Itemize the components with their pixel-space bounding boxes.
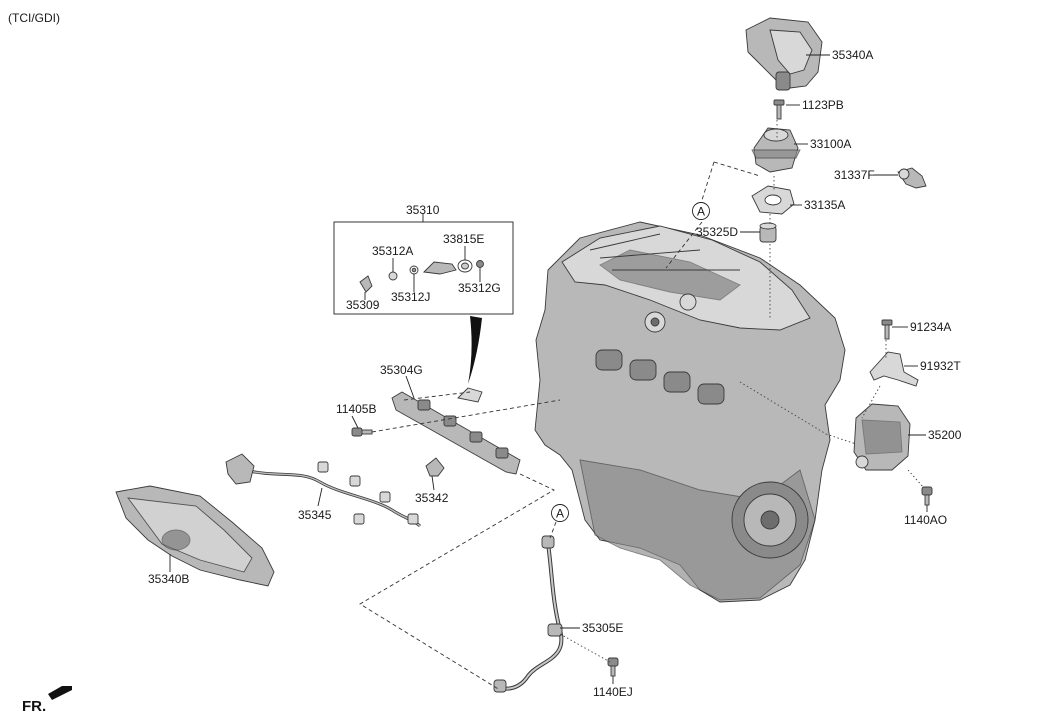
label-33135a: 33135A xyxy=(804,198,845,212)
ref-a-bottom-text: A xyxy=(556,507,564,521)
label-1140ej: 1140EJ xyxy=(593,685,633,699)
label-33815e: 33815E xyxy=(443,232,484,246)
bracket-91932t xyxy=(869,351,919,387)
label-35304g: 35304G xyxy=(380,363,423,377)
label-33100a: 33100A xyxy=(810,137,851,151)
reference-lines xyxy=(359,120,925,691)
label-35340b: 35340B xyxy=(148,572,189,586)
label-31337f: 31337F xyxy=(834,168,875,182)
high-pressure-fuel-pump xyxy=(751,127,801,173)
kit-pointer xyxy=(468,316,482,384)
label-35345: 35345 xyxy=(298,508,332,522)
engine-assembly xyxy=(534,221,846,603)
label-35309: 35309 xyxy=(346,298,380,312)
label-35340a: 35340A xyxy=(832,48,873,62)
injector-kit-box xyxy=(333,221,514,315)
alternator xyxy=(853,403,911,471)
label-91932t: 91932T xyxy=(920,359,961,373)
fuel-sensor xyxy=(897,167,927,189)
leader-lines xyxy=(169,54,928,684)
label-35312a: 35312A xyxy=(372,244,413,258)
crank-pulley xyxy=(731,481,809,559)
front-arrow-icon xyxy=(48,686,72,700)
label-11405b: 11405B xyxy=(336,402,376,416)
label-1140ao: 1140AO xyxy=(904,513,947,527)
label-35312j: 35312J xyxy=(391,290,430,304)
label-1123pb: 1123PB xyxy=(802,98,844,112)
front-direction-indicator: FR. xyxy=(22,686,72,715)
label-35325d: 35325D xyxy=(696,225,738,239)
bolt-91234a xyxy=(881,319,893,340)
high-pressure-pump-cover xyxy=(745,17,823,91)
bolt-1140ao xyxy=(921,486,933,506)
pump-gasket xyxy=(751,185,795,215)
label-35200: 35200 xyxy=(928,428,962,442)
pump-tappet xyxy=(759,222,777,243)
label-35310: 35310 xyxy=(406,203,440,217)
ref-a-top-text: A xyxy=(697,205,705,219)
bolt-11405b xyxy=(351,427,373,437)
front-label: FR. xyxy=(22,698,46,715)
heat-shield xyxy=(115,485,275,587)
fuel-feed-pipe xyxy=(493,535,564,693)
bolt-1123pb xyxy=(773,99,785,120)
ref-marker-a-bottom: A xyxy=(551,504,569,522)
injector-harness xyxy=(225,453,422,528)
ref-marker-a-top: A xyxy=(692,202,710,220)
label-35312g: 35312G xyxy=(458,281,501,295)
fuel-rail xyxy=(391,387,521,475)
intake-ports xyxy=(595,349,725,405)
label-35305e: 35305E xyxy=(582,621,623,635)
label-91234a: 91234A xyxy=(910,320,951,334)
rail-bracket xyxy=(425,457,445,477)
variant-header: (TCI/GDI) xyxy=(8,11,60,25)
label-35342: 35342 xyxy=(415,491,449,505)
bolt-1140ej xyxy=(607,657,619,677)
